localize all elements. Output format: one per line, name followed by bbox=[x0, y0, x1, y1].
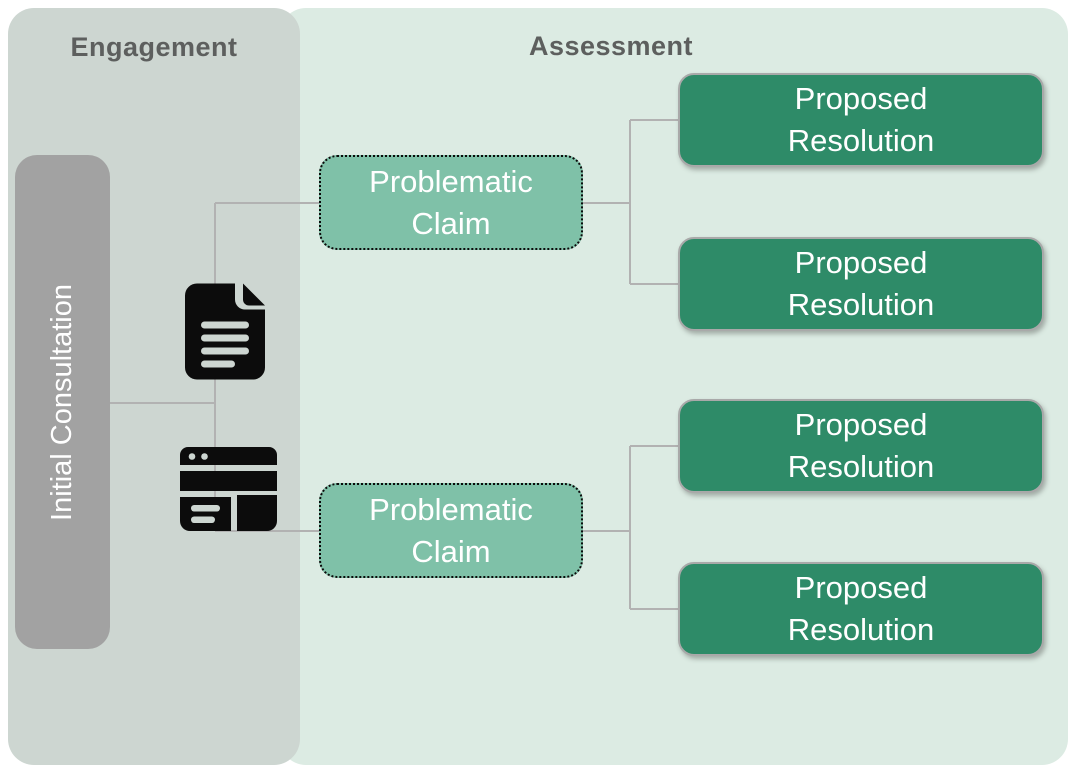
proposed-resolution-label: Proposed Resolution bbox=[787, 81, 935, 158]
problematic-claim-node-1: Problematic Claim bbox=[319, 155, 583, 250]
proposed-resolution-label: Proposed Resolution bbox=[787, 407, 935, 484]
document-icon bbox=[185, 283, 265, 380]
proposed-resolution-label: Proposed Resolution bbox=[787, 245, 935, 322]
engagement-heading: Engagement bbox=[70, 32, 238, 62]
proposed-resolution-node-2: Proposed Resolution bbox=[678, 237, 1044, 331]
initial-consultation-label: Initial Consultation bbox=[46, 283, 79, 521]
proposed-resolution-node-1: Proposed Resolution bbox=[678, 73, 1044, 167]
proposed-resolution-node-3: Proposed Resolution bbox=[678, 399, 1044, 493]
problematic-claim-label: Problematic Claim bbox=[369, 491, 533, 569]
problematic-claim-node-2: Problematic Claim bbox=[319, 483, 583, 578]
initial-consultation-node: Initial Consultation bbox=[15, 155, 110, 649]
assessment-heading: Assessment bbox=[528, 31, 694, 61]
browser-window-icon bbox=[180, 447, 277, 531]
problematic-claim-label: Problematic Claim bbox=[369, 163, 533, 241]
proposed-resolution-node-4: Proposed Resolution bbox=[678, 562, 1044, 656]
proposed-resolution-label: Proposed Resolution bbox=[787, 570, 935, 647]
